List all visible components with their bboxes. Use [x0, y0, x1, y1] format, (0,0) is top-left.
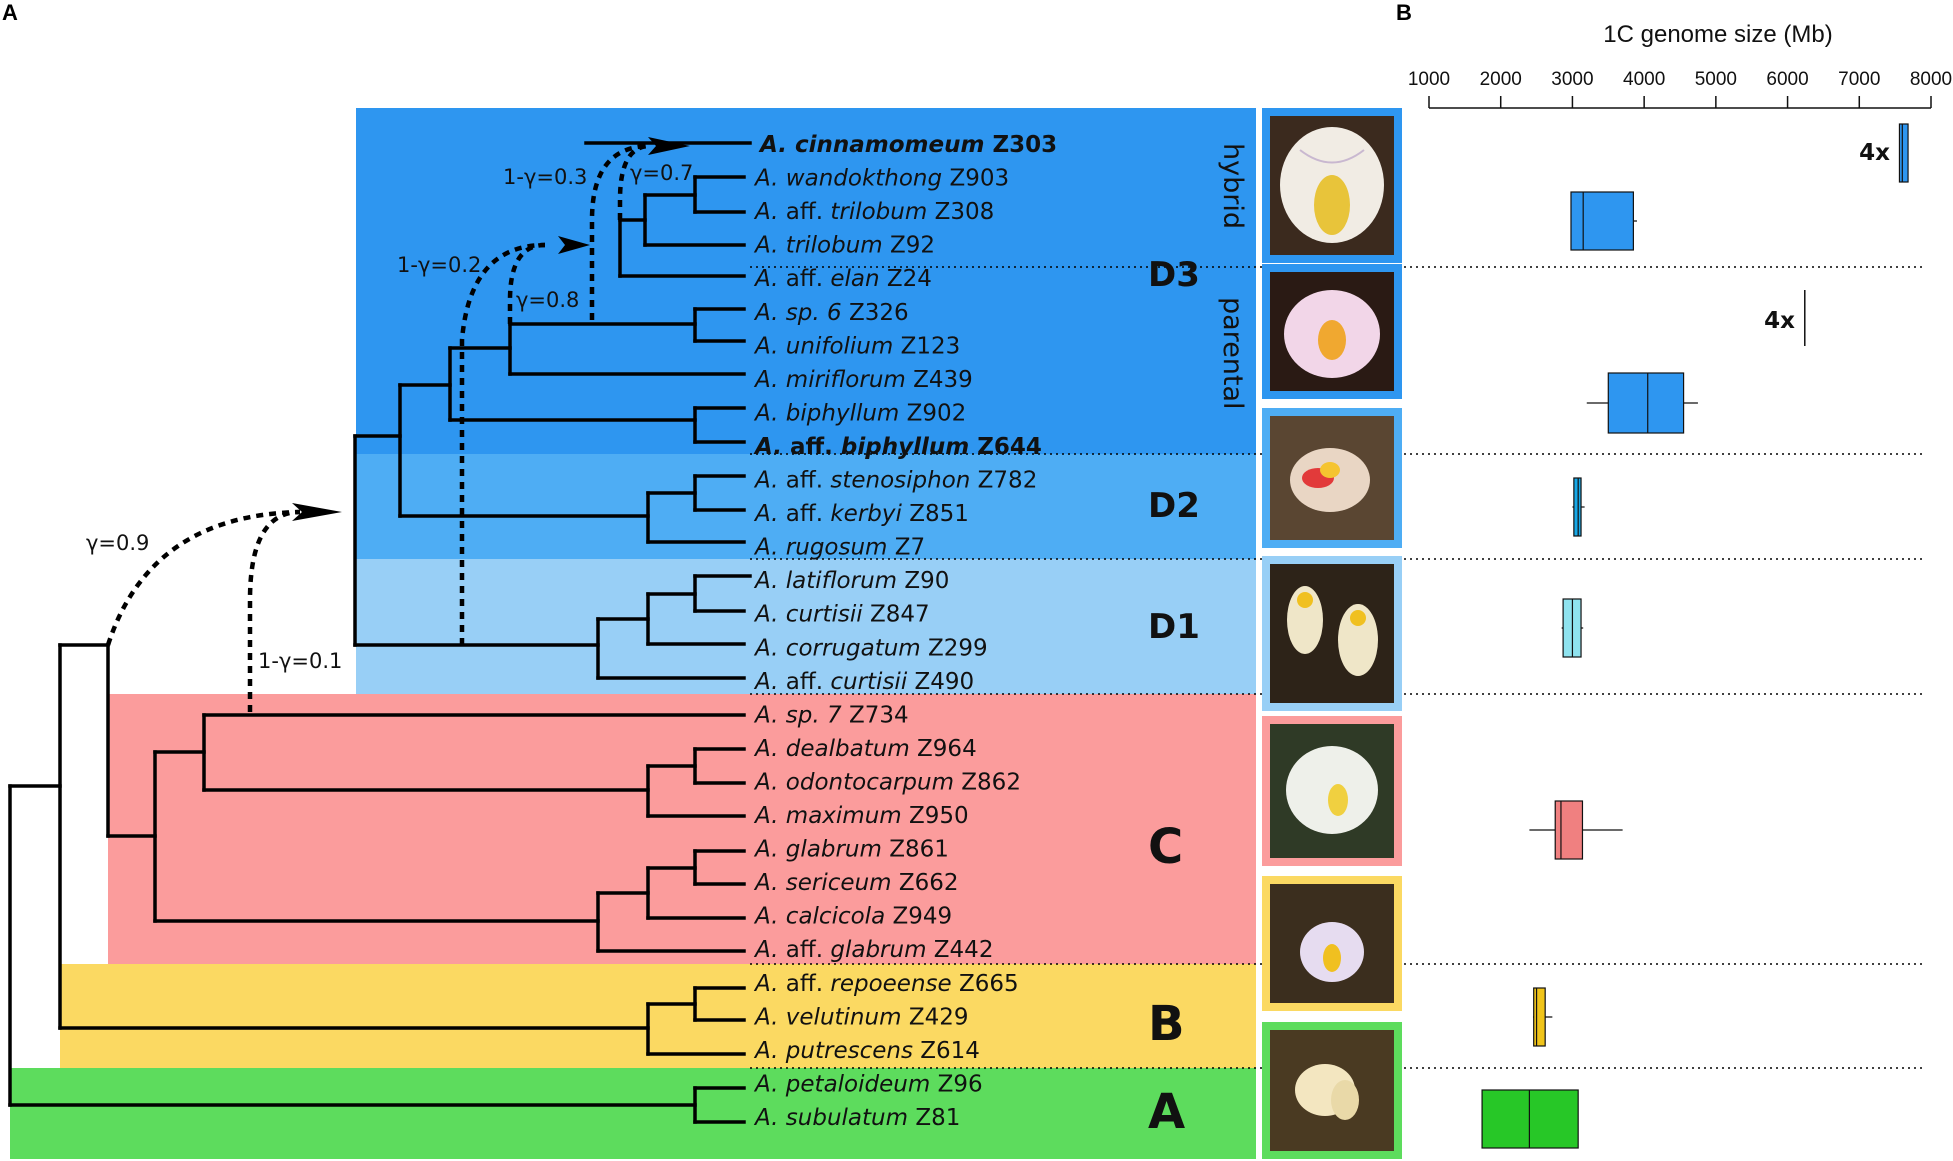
- taxon-label: A. rugosum Z7: [753, 535, 925, 561]
- taxon-label: A. aff. biphyllum Z644: [753, 434, 1042, 460]
- ploidy-label: 4x: [1764, 308, 1795, 334]
- taxon-labels: A. cinnamomeum Z303 A. wandokthong Z903A.…: [753, 132, 1057, 1131]
- flower-photo-c: [1262, 716, 1402, 866]
- box-plot: [1532, 987, 1553, 1047]
- clade-label-b: B: [1148, 996, 1185, 1052]
- axis-tick-label: 3000: [1551, 69, 1593, 90]
- parental-label: parental: [1217, 297, 1248, 410]
- taxon-label: A. aff. trilobum Z308: [753, 199, 994, 225]
- gamma-label-0.1: 1-γ=0.1: [258, 649, 342, 673]
- taxon-label: A. aff. elan Z24: [753, 266, 932, 292]
- band-c: [108, 694, 1256, 964]
- taxon-label: A. aff. kerbyi Z851: [753, 501, 969, 527]
- gamma-label-0.7: γ=0.7: [630, 161, 693, 185]
- flower-photos: [1262, 108, 1402, 1159]
- taxon-label: A. maximum Z950: [753, 803, 969, 829]
- reticulation-arrows: [292, 137, 690, 521]
- taxon-label: A. sp. 7 Z734: [753, 702, 909, 728]
- band-d1: [356, 559, 1256, 694]
- taxon-label: A. trilobum Z92: [753, 233, 935, 259]
- box-plot: [1561, 598, 1584, 658]
- taxon-label: A. miriflorum Z439: [753, 367, 973, 393]
- axis-tick-label: 5000: [1695, 69, 1737, 90]
- hybrid-label: hybrid: [1217, 143, 1248, 229]
- box-plot: [1572, 477, 1585, 537]
- axis-tick-label: 2000: [1480, 69, 1522, 90]
- clade-separators: [750, 266, 1925, 1069]
- box-plot: [1586, 372, 1698, 434]
- taxon-label: A. putrescens Z614: [753, 1038, 980, 1064]
- hybrid-edge-07: [617, 143, 651, 220]
- band-b: [60, 964, 1256, 1068]
- phylogenetic-tree: [8, 141, 752, 1124]
- taxon-label: A. aff. repoeense Z665: [753, 971, 1019, 997]
- clade-label-c: C: [1148, 819, 1183, 875]
- taxon-label: A. sericeum Z662: [753, 870, 959, 896]
- panel-label-a: A: [2, 0, 18, 25]
- taxon-label: A. latiflorum Z90: [753, 568, 949, 594]
- hybrid-edge-02: [459, 242, 546, 645]
- clade-label-d1: D1: [1148, 607, 1200, 647]
- clade-label-a: A: [1148, 1084, 1185, 1140]
- axis-tick-label: 6000: [1766, 69, 1808, 90]
- box-plot: [1529, 800, 1623, 860]
- axis-tick-label: 1000: [1408, 69, 1450, 90]
- clade-label-d2: D2: [1148, 486, 1200, 526]
- reticulation-edges: [105, 143, 651, 712]
- arrow-head: [292, 503, 342, 521]
- flower-photo-d3-hybrid: [1262, 108, 1402, 263]
- taxon-label: A. dealbatum Z964: [753, 736, 977, 762]
- taxon-label: A. unifolium Z123: [753, 333, 960, 359]
- hybrid-edge-03: [589, 143, 651, 320]
- axis-tick-label: 8000: [1910, 69, 1952, 90]
- taxon-label: A. subulatum Z81: [753, 1105, 960, 1131]
- hybrid-edge-09: [105, 509, 301, 646]
- taxon-label: A. glabrum Z861: [753, 837, 949, 863]
- taxon-label: A. cinnamomeum Z303: [758, 132, 1057, 158]
- taxon-label: A. biphyllum Z902: [753, 400, 966, 426]
- arrow-head: [648, 137, 690, 155]
- box-plot: [1481, 1089, 1579, 1149]
- taxon-label: A. aff. curtisii Z490: [753, 669, 974, 695]
- axis-tick-label: 7000: [1838, 69, 1880, 90]
- arrow-head: [558, 236, 590, 254]
- gamma-label-0.8: γ=0.8: [516, 288, 579, 312]
- gamma-label-0.2: 1-γ=0.2: [397, 253, 481, 277]
- flower-photo-d3-parental: [1262, 264, 1402, 399]
- band-a: [10, 1068, 1256, 1159]
- taxon-label: A. petaloideum Z96: [753, 1071, 983, 1097]
- flower-photo-b: [1262, 876, 1402, 1011]
- hybrid-edge-01: [247, 509, 301, 712]
- flower-photo-a: [1262, 1022, 1402, 1159]
- taxon-label: A. wandokthong Z903: [753, 166, 1009, 192]
- axis-tick-label: 4000: [1623, 69, 1665, 90]
- ploidy-label: 4x: [1859, 140, 1890, 166]
- genome-size-panel: 1C genome size (Mb) 1000 2000 3000 4000 5000…: [1408, 21, 1952, 1149]
- box-plot: [1570, 191, 1637, 251]
- taxon-label: A. odontocarpum Z862: [753, 769, 1021, 795]
- taxon-label: A. calcicola Z949: [753, 904, 952, 930]
- gamma-label-0.3: 1-γ=0.3: [503, 165, 587, 189]
- taxon-label: A. corrugatum Z299: [753, 635, 988, 661]
- taxon-label: A. aff. glabrum Z442: [753, 937, 993, 963]
- taxon-label: A. curtisii Z847: [753, 602, 930, 628]
- gamma-label-0.9: γ=0.9: [86, 531, 149, 555]
- box-plot: [1898, 123, 1909, 183]
- taxon-label: A. velutinum Z429: [753, 1004, 968, 1030]
- axis-ticks: 1000 2000 3000 4000 5000 6000 7000 8000: [1408, 69, 1952, 108]
- flower-photo-d2: [1262, 408, 1402, 548]
- genome-size-boxes: [1481, 123, 1909, 1149]
- band-d2: [356, 454, 1256, 559]
- taxon-label: A. aff. stenosiphon Z782: [753, 468, 1037, 494]
- panel-label-b: B: [1396, 0, 1412, 25]
- axis-title: 1C genome size (Mb): [1603, 21, 1832, 48]
- taxon-label: A. sp. 6 Z326: [753, 300, 909, 326]
- clade-bands: [10, 108, 1256, 1159]
- band-d3: [356, 108, 1256, 454]
- flower-photo-d1: [1262, 556, 1402, 711]
- clade-label-d3: D3: [1148, 255, 1200, 295]
- clade-labels: D3 D2 D1 C B A: [1148, 255, 1200, 1140]
